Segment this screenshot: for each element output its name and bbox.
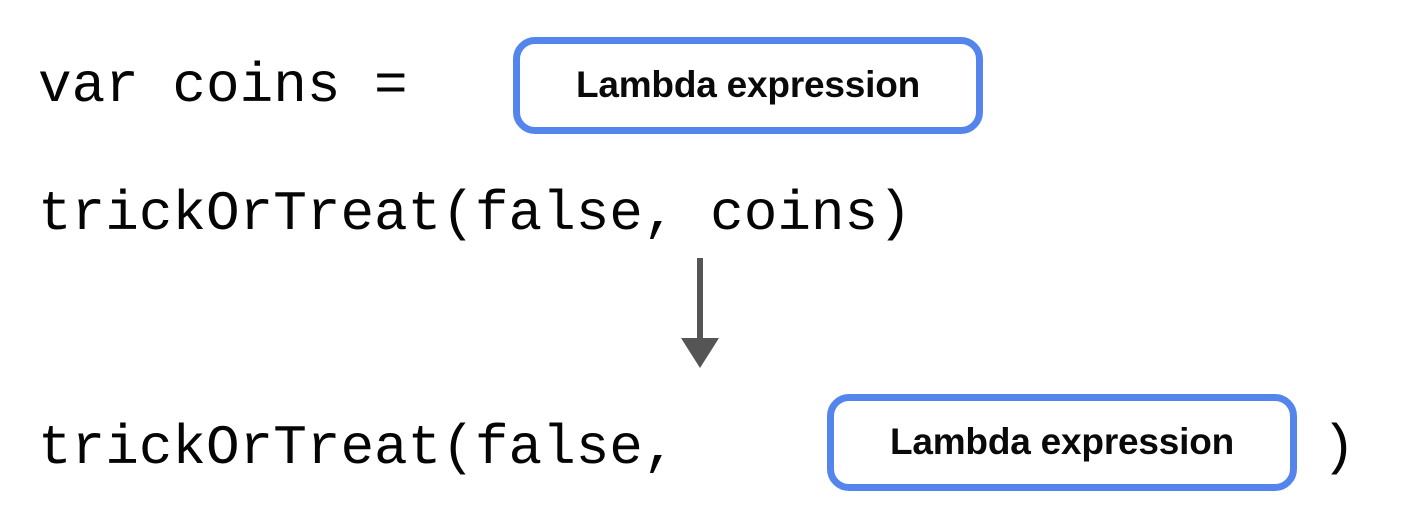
lambda-expression-chip-label: Lambda expression [575,64,921,105]
code-line-var-coins: var coins = [38,54,442,118]
code-closing-paren: ) [1322,416,1356,480]
arrow-down-icon [660,258,740,378]
code-line-call-with-variable: trickOrTreat(false, coins) [38,182,912,246]
lambda-expression-chip-inlined[interactable]: Lambda expression [827,394,1297,491]
code-line-call-with-trailing-lambda: trickOrTreat(false, [38,416,711,480]
lambda-expression-chip-label: Lambda expression [889,421,1235,462]
arrow-down-glyph [681,258,719,368]
lambda-expression-chip-assigned[interactable]: Lambda expression [513,37,983,134]
